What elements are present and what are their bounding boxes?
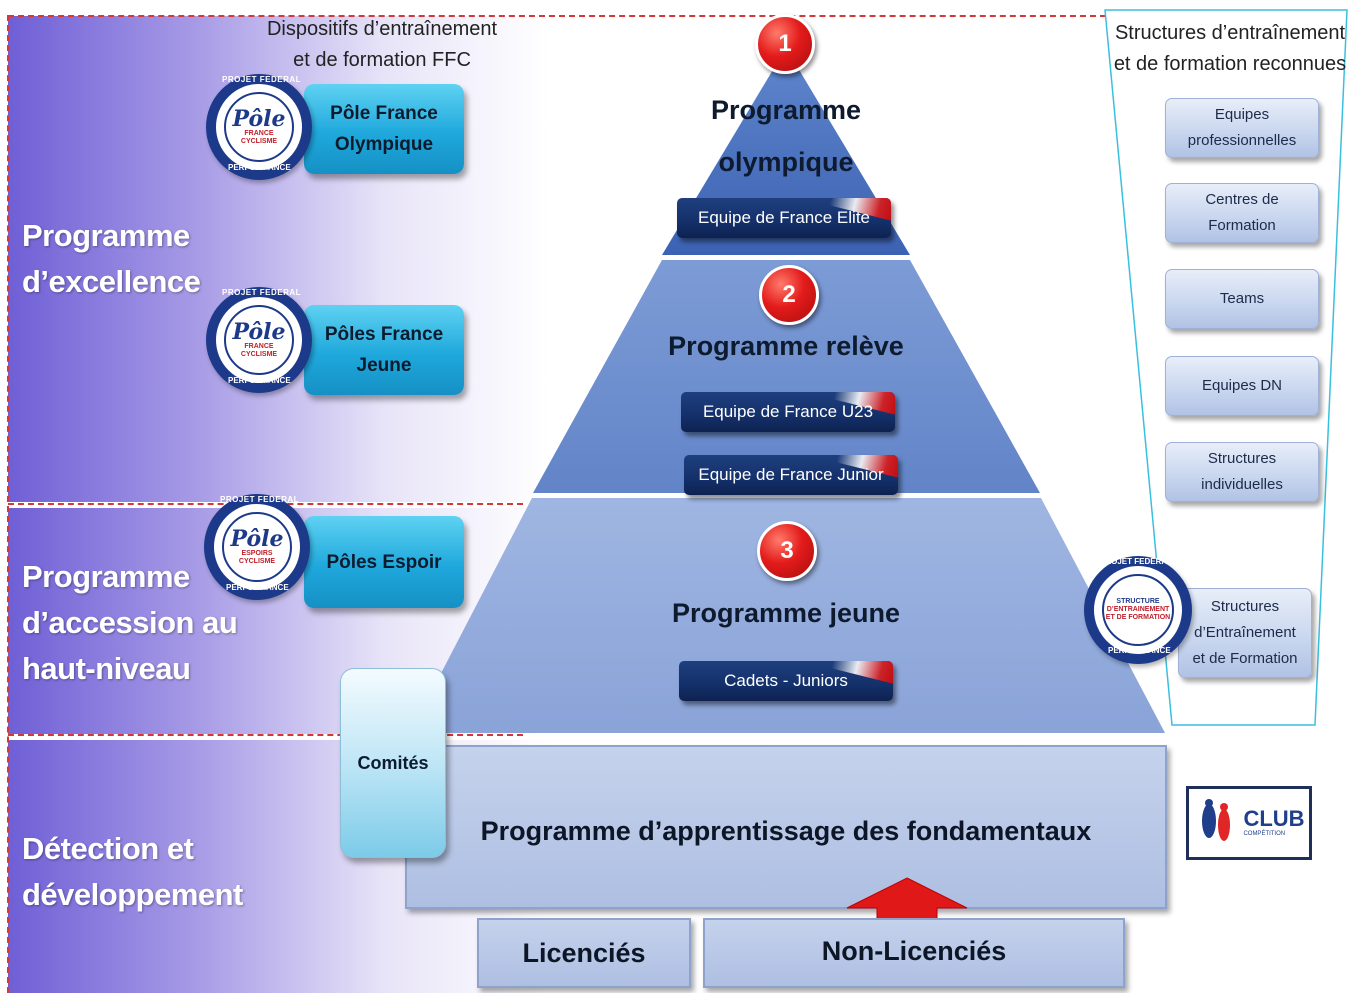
right-funnel <box>1104 9 1348 726</box>
dashed-line-2 <box>8 734 523 736</box>
dashed-line-left <box>7 15 9 993</box>
dashed-line-top <box>8 15 1106 17</box>
structure-seal-icon: STRUCTURE D’ENTRAINEMENT ET DE FORMATION… <box>1084 556 1192 664</box>
badge-2: 2 <box>759 265 819 325</box>
badge-3: 3 <box>757 521 817 581</box>
pyramid-tier-3 <box>410 498 1165 733</box>
cyclist-icon <box>1202 799 1231 841</box>
btn-equipes-dn[interactable]: Equipes DN <box>1165 356 1319 416</box>
btn-equipe-france-elite[interactable]: Equipe de France Elite <box>677 198 891 238</box>
club-competition-logo: CLUB COMPÉTITION <box>1186 786 1312 860</box>
tier-2-title: Programme relève <box>668 331 904 361</box>
club-logo-sub: COMPÉTITION <box>1243 831 1286 837</box>
btn-cadets-juniors[interactable]: Cadets - Juniors <box>679 661 893 701</box>
club-logo-text: CLUB <box>1243 806 1305 831</box>
btn-poles-espoir[interactable]: Pôles Espoir <box>304 516 464 608</box>
non-licencies-box: Non-Licenciés <box>703 918 1125 988</box>
comites-box[interactable]: Comités <box>340 668 446 858</box>
pyramid-tier-2 <box>533 260 1040 493</box>
badge-1: 1 <box>755 14 815 74</box>
base-apprentissage: Programme d’apprentissage des fondamenta… <box>405 745 1167 909</box>
licencies-box: Licenciés <box>477 918 691 988</box>
btn-equipe-france-junior[interactable]: Equipe de France Junior <box>684 455 898 495</box>
btn-equipe-france-u23[interactable]: Equipe de France U23 <box>681 392 895 432</box>
tier-3-title: Programme jeune <box>671 598 901 628</box>
btn-teams[interactable]: Teams <box>1165 269 1319 329</box>
